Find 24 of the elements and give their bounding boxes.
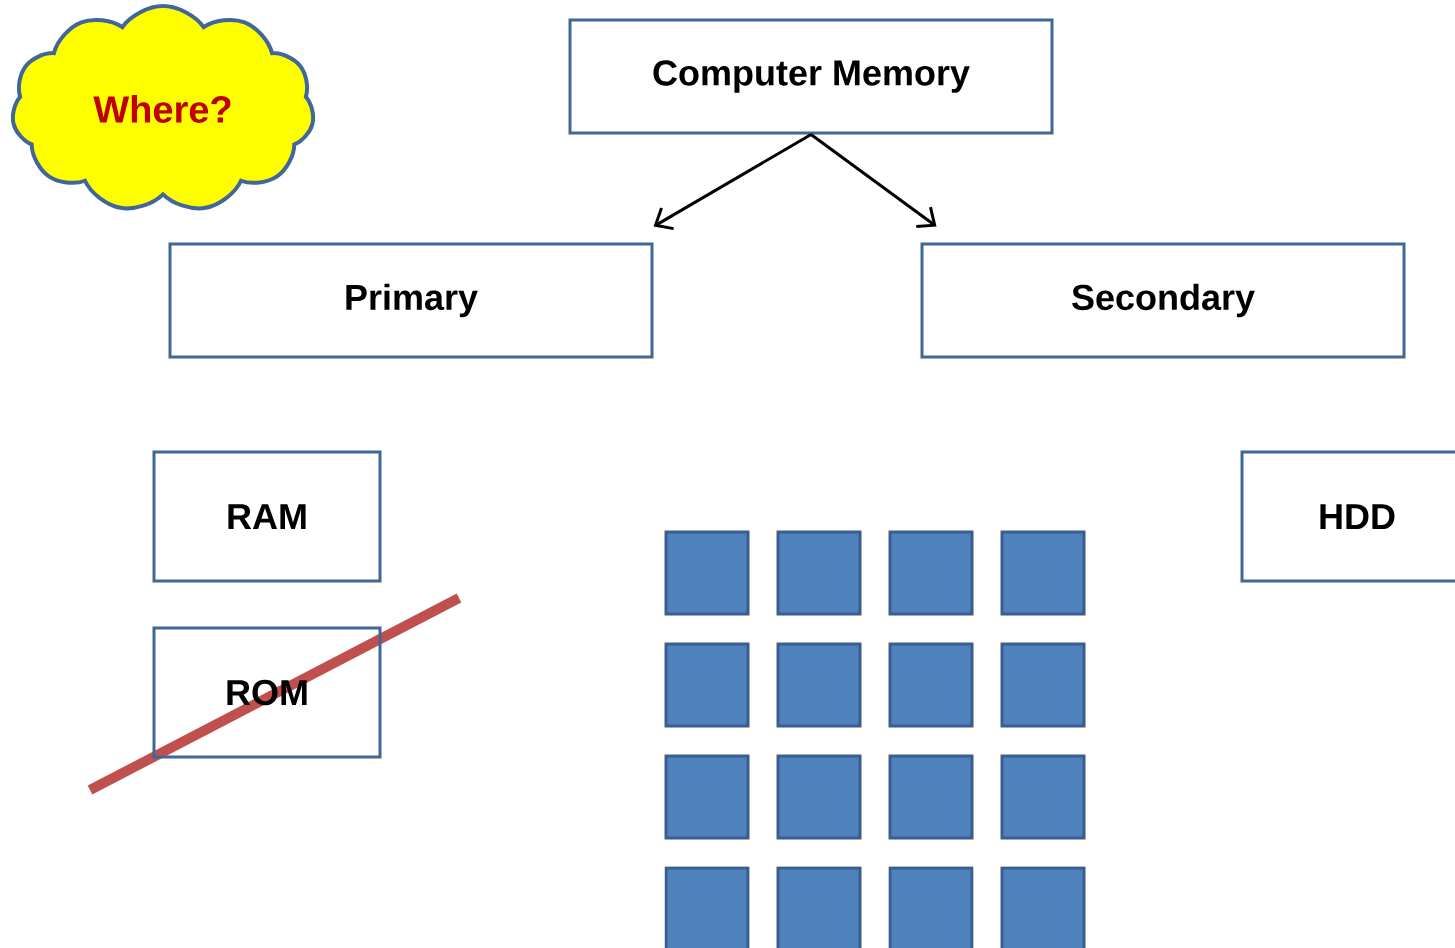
memory-cell-square (664, 754, 750, 840)
memory-cell-square (1000, 642, 1086, 728)
memory-cell-square (776, 642, 862, 728)
memory-cell-square (888, 530, 974, 616)
memory-cell-square (888, 642, 974, 728)
memory-cell-square (776, 530, 862, 616)
label-box: Secondary (920, 242, 1406, 359)
memory-cell-square (1000, 530, 1086, 616)
label-box: Primary (168, 242, 654, 359)
memory-cell-square (664, 642, 750, 728)
memory-cell-square (1000, 866, 1086, 948)
memory-cell-square (1000, 754, 1086, 840)
memory-cell-square (776, 754, 862, 840)
arrow (810, 133, 937, 229)
label-box: Computer Memory (568, 18, 1054, 135)
memory-cell-square (664, 866, 750, 948)
arrow (653, 133, 812, 231)
label-box: HDD (1240, 450, 1455, 583)
label-box: RAM (152, 450, 382, 583)
memory-cell-square (888, 866, 974, 948)
memory-cell-square (888, 754, 974, 840)
memory-cell-square (776, 866, 862, 948)
memory-cell-square (664, 530, 750, 616)
cloud-callout: Where? (10, 4, 316, 211)
